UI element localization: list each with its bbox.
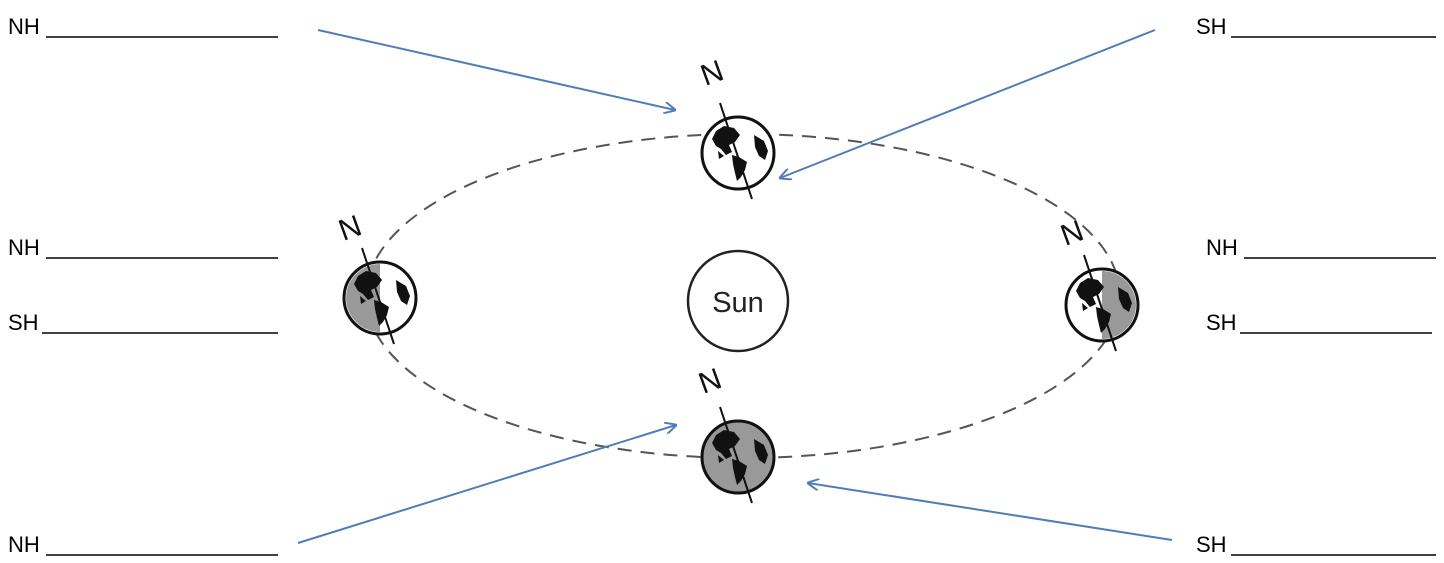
earth-top: N [696,54,776,200]
label-top-left: NH [8,14,278,39]
axis-line [719,102,753,200]
arrow-bottom-right [808,483,1173,541]
north-label: N [1056,214,1088,252]
arrow-top-right [780,29,1156,178]
arrow-bottom-left [297,425,676,544]
earth-right: N [1056,214,1140,352]
axis-line [1083,254,1117,352]
label-top-right: SH [1196,14,1436,39]
north-label: N [694,362,726,400]
label-text: NH [8,532,40,557]
axis-line [361,247,395,345]
label-text: SH [8,310,39,335]
north-label: N [334,209,366,247]
axis-line [719,406,753,504]
arrow-top-left [317,29,675,110]
label-bottom-left: NH [8,532,278,557]
label-text: NH [1206,235,1238,260]
sun-circle [686,249,790,353]
label-bottom-right: SH [1196,532,1436,557]
label-text: SH [1206,310,1237,335]
label-mid-right-nh: NH [1206,235,1436,260]
label-text: SH [1196,14,1227,39]
label-text: SH [1196,532,1227,557]
label-mid-right-sh: SH [1206,310,1432,335]
label-text: NH [8,235,40,260]
earth-bottom: N [694,362,776,504]
earth-left: N [334,209,418,345]
label-mid-left-nh: NH [8,235,278,260]
sun: Sun [686,249,790,353]
sun-label: Sun [712,287,764,319]
north-label: N [696,54,728,92]
label-text: NH [8,14,40,39]
label-mid-left-sh: SH [8,310,278,335]
